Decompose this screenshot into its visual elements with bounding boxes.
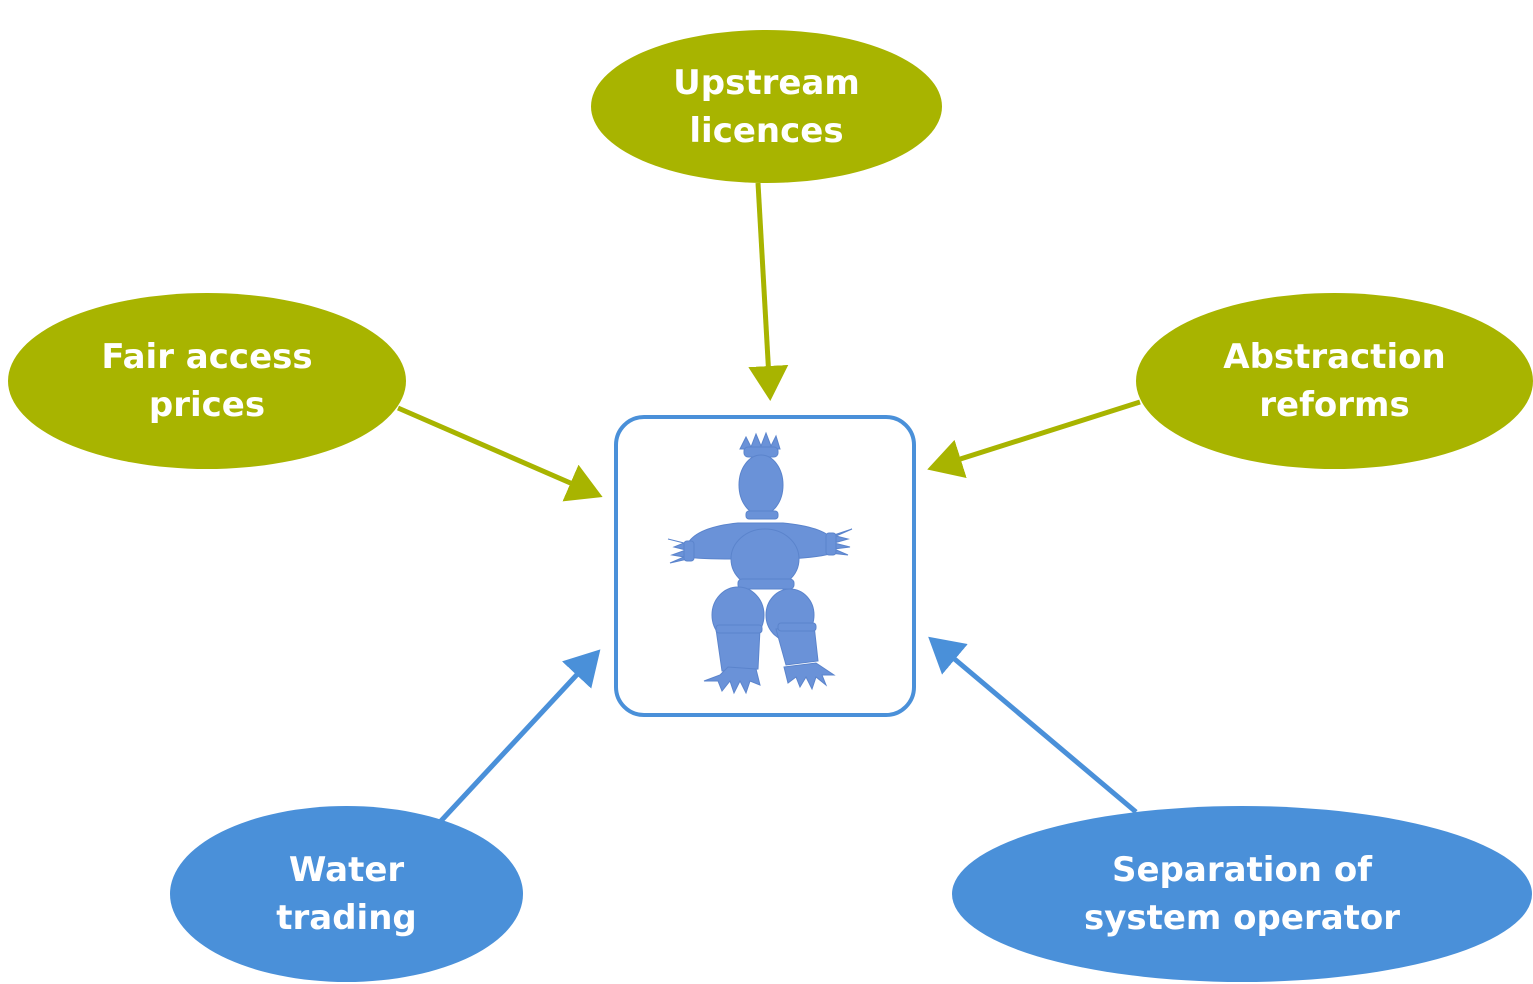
node-abstract-line2: reforms — [1259, 385, 1410, 425]
arrow-separation — [928, 636, 1138, 814]
node-upstream-line1: Upstream — [673, 62, 860, 103]
arrow-water — [438, 649, 601, 824]
node-separation-system-operator: Separation of system operator — [952, 806, 1532, 982]
node-separation-line2: system operator — [1083, 898, 1401, 938]
ragdoll-figure-icon — [667, 431, 853, 695]
central-figure-box — [614, 415, 916, 717]
arrow-fair — [397, 405, 603, 502]
node-separation-line1: Separation of — [1112, 850, 1372, 890]
node-water-line2: trading — [276, 898, 417, 938]
arrow-abstract — [927, 399, 1141, 478]
node-abstract-line1: Abstraction — [1223, 337, 1446, 377]
node-water-line1: Water — [288, 850, 405, 890]
node-fair-line2: prices — [148, 385, 266, 425]
node-fair-line1: Fair access — [101, 337, 313, 377]
arrow-upstream — [748, 182, 789, 401]
node-water-trading: Water trading — [170, 806, 523, 982]
node-abstraction-reforms: Abstraction reforms — [1136, 293, 1533, 469]
node-upstream-line2: licences — [689, 110, 844, 151]
node-fair-access-prices: Fair access prices — [8, 293, 406, 469]
node-upstream-licences: Upstream licences — [591, 30, 942, 183]
